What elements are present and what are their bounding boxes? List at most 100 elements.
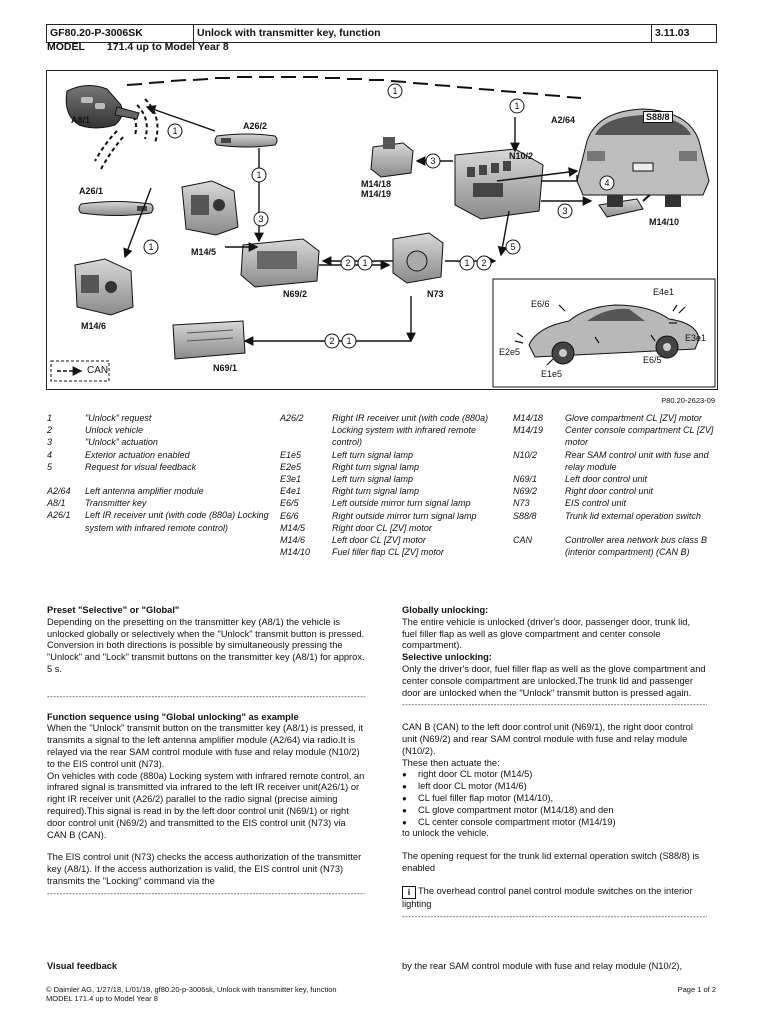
legend-text: Left outside mirror turn signal lamp	[332, 497, 471, 509]
label-n692: N69/2	[283, 289, 307, 299]
label-e3e1: E3e1	[685, 333, 706, 343]
sequence-title: Function sequence using "Global unlockin…	[47, 712, 365, 724]
figure-id: P80.20-2623-09	[661, 396, 715, 405]
legend-code: M14/19	[513, 424, 565, 448]
preset-title: Preset "Selective" or "Global"	[47, 605, 365, 617]
legend-code: E3e1	[280, 473, 332, 485]
label-a81: A8/1	[71, 115, 90, 125]
legend-item: A8/1Transmitter key	[47, 497, 275, 509]
legend-code: E6/5	[280, 497, 332, 509]
footer: © Daimler AG, 1/27/18, L/01/18, gf80.20-…	[46, 985, 337, 1003]
svg-text:1: 1	[172, 126, 177, 136]
label-a264: A2/64	[551, 115, 575, 125]
svg-text:4: 4	[604, 178, 609, 188]
legend-code: A26/2	[280, 412, 332, 449]
left-column: Preset "Selective" or "Global" Depending…	[47, 605, 365, 900]
label-m146: M14/6	[81, 321, 106, 331]
legend-text: EIS control unit	[565, 497, 626, 509]
legend-text: Request for visual feedback	[85, 461, 196, 473]
left-door-lock-motor	[75, 259, 133, 315]
legend-code	[47, 473, 85, 485]
label-n691: N69/1	[213, 363, 237, 373]
motor-list-item: right door CL motor (M14/5)	[402, 769, 707, 781]
can-text: CAN B (CAN) to the left door control uni…	[402, 722, 707, 757]
right-column: Globally unlocking: The entire vehicle i…	[402, 605, 707, 922]
ir-receiver-right-handle	[215, 134, 277, 147]
preset-text: Depending on the presetting on the trans…	[47, 617, 365, 641]
motor-list-item: CL center console compartment motor (M14…	[402, 817, 707, 829]
legend-item: 1"Unlock" request	[47, 412, 275, 424]
label-e65: E6/5	[643, 355, 662, 365]
legend-item: N69/2Right door control unit	[513, 485, 718, 497]
legend-text: "Unlock" request	[85, 412, 151, 424]
legend-code: M14/6	[280, 534, 332, 546]
legend-item: 5Request for visual feedback	[47, 461, 275, 473]
label-e4e1: E4e1	[653, 287, 674, 297]
legend-text: Exterior actuation enabled	[85, 449, 190, 461]
visual-feedback-title: Visual feedback	[47, 961, 117, 973]
legend-text: Left door CL [ZV] motor	[332, 534, 426, 546]
right-door-lock-motor	[182, 181, 238, 235]
legend-code	[513, 522, 565, 534]
svg-text:5: 5	[510, 242, 515, 252]
legend-code: M14/5	[280, 522, 332, 534]
svg-text:3: 3	[430, 156, 435, 166]
svg-text:1: 1	[346, 336, 351, 346]
model-line: MODEL 171.4 up to Model Year 8	[47, 41, 229, 53]
legend-code: 2	[47, 424, 85, 436]
legend-text: Left turn signal lamp	[332, 473, 413, 485]
legend-text: Right IR receiver unit (with code (880a)…	[332, 412, 500, 449]
legend-code: N69/1	[513, 473, 565, 485]
legend-item: M14/5Right door CL [ZV] motor	[280, 522, 500, 534]
diagram-graphic: 1 1 1 1 3 1 2 1 1 2 5 3 4 3 2 1	[47, 71, 717, 389]
left-door-control-unit	[173, 321, 245, 359]
conversion-text: Conversion in both directions is possibl…	[47, 640, 365, 675]
model-label: MODEL	[47, 41, 85, 53]
legend-code: 5	[47, 461, 85, 473]
legend-text: Controller area network bus class B (int…	[565, 534, 718, 558]
legend-text: Right door CL [ZV] motor	[332, 522, 432, 534]
legend-text: "Unlock" actuation	[85, 436, 158, 448]
radio-signal-path	[127, 77, 581, 98]
motor-list-item: CL glove compartment motor (M14/18) and …	[402, 805, 707, 817]
label-m1410: M14/10	[649, 217, 679, 227]
label-n73: N73	[427, 289, 444, 299]
doc-title: Unlock with transmitter key, function	[194, 25, 652, 42]
legend-code: N10/2	[513, 449, 565, 473]
model-value: 171.4 up to Model Year 8	[107, 41, 229, 53]
doc-number: GF80.20-P-3006SK	[47, 25, 194, 42]
unlock-text: to unlock the vehicle.	[402, 828, 707, 840]
svg-text:2: 2	[329, 336, 334, 346]
legend-text: Fuel filler flap CL [ZV] motor	[332, 546, 444, 558]
legend-code: E2e5	[280, 461, 332, 473]
legend-code: S88/8	[513, 510, 565, 522]
svg-text:1: 1	[514, 101, 519, 111]
motor-list-item: CL fuel filler flap motor (M14/10),	[402, 793, 707, 805]
sequence-paragraph-2: On vehicles with code (880a) Locking sys…	[47, 771, 365, 842]
svg-text:1: 1	[464, 258, 469, 268]
label-can: CAN	[87, 365, 108, 376]
legend-item: A2/64Left antenna amplifier module	[47, 485, 275, 497]
label-m1419: M14/19	[361, 189, 391, 199]
info-note: iThe overhead control panel control modu…	[402, 886, 707, 911]
motor-list-item: left door CL motor (M14/6)	[402, 781, 707, 793]
label-e66: E6/6	[531, 299, 550, 309]
divider: ----------------------------------------…	[47, 691, 365, 703]
legend-text: Right outside mirror turn signal lamp	[332, 510, 477, 522]
label-m1418: M14/18	[361, 179, 391, 189]
legend-text: Left IR receiver unit (with code (880a) …	[85, 509, 275, 533]
bent-line	[541, 175, 577, 181]
svg-text:1: 1	[362, 258, 367, 268]
global-title: Globally unlocking:	[402, 605, 707, 617]
legend-text: Transmitter key	[85, 497, 146, 509]
legend-text: Left antenna amplifier module	[85, 485, 204, 497]
svg-text:3: 3	[562, 206, 567, 216]
